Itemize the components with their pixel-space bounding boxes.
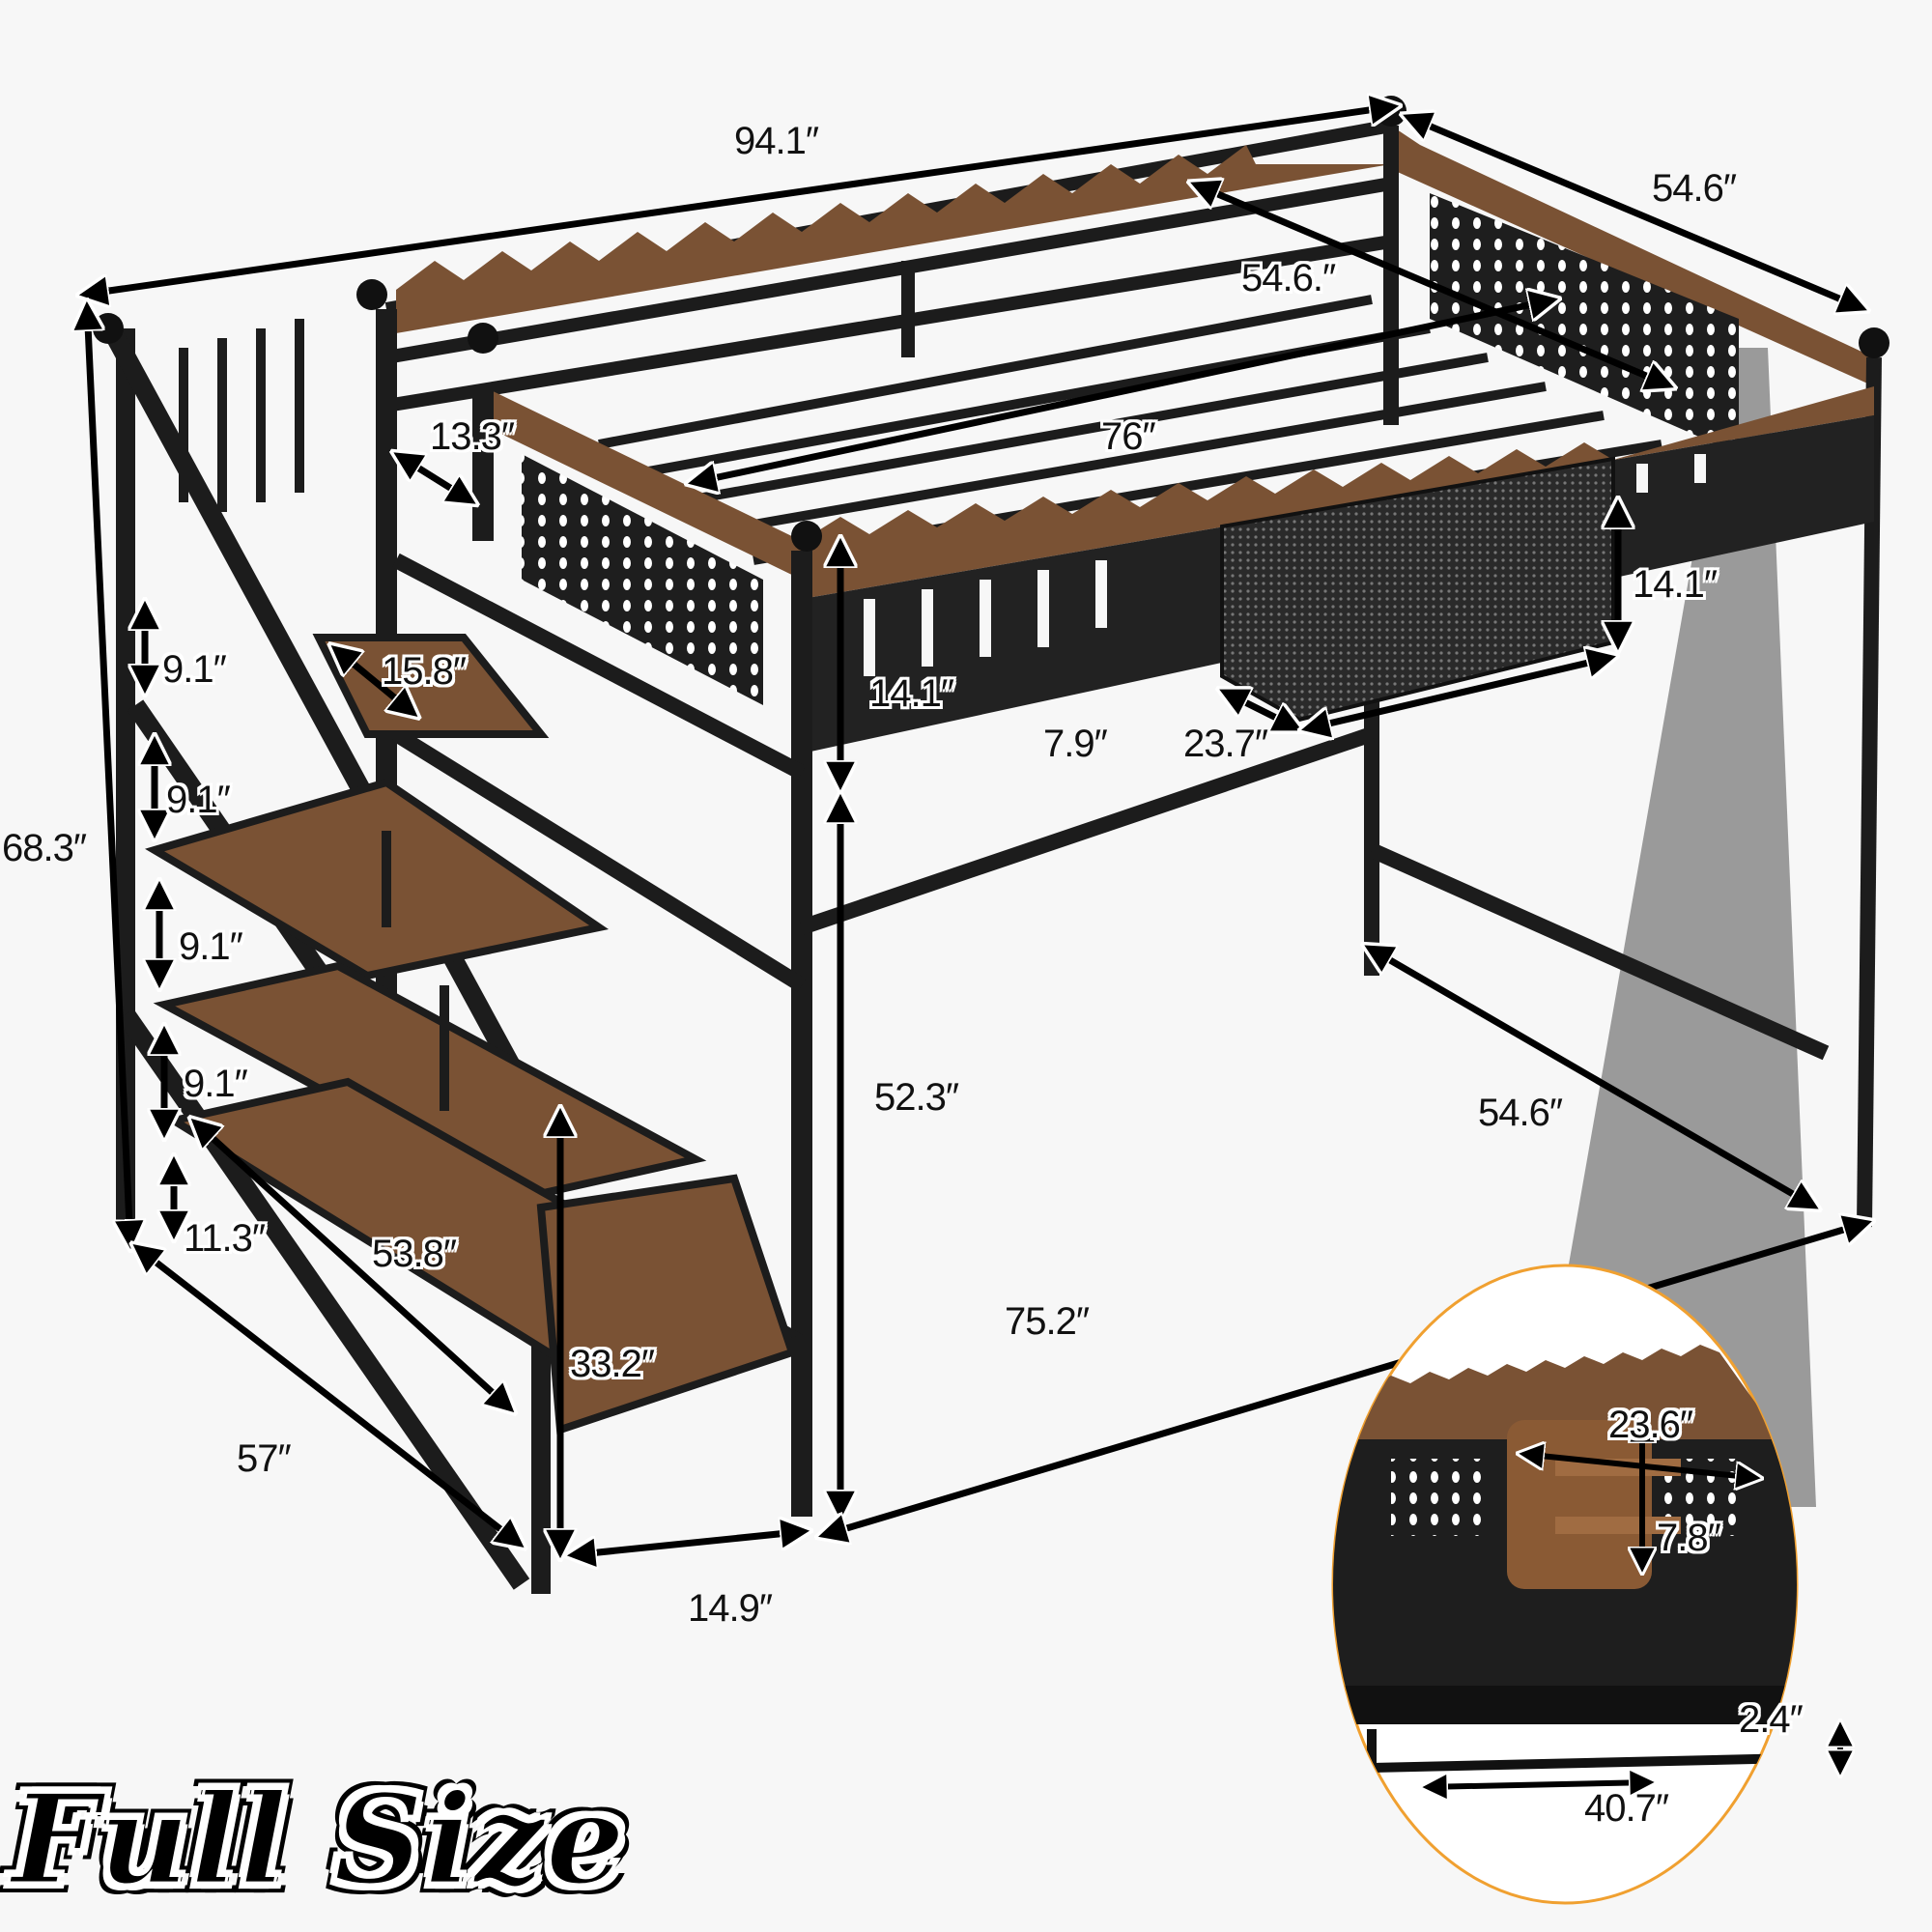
dim-step-rise-2: 9.1″ — [166, 779, 231, 821]
stair-balusters — [179, 319, 449, 1111]
dim-overall-height: 68.3″ — [2, 827, 87, 869]
dim-under-bed-clearance: 52.3″ — [874, 1076, 959, 1119]
dim-guardrail-height: 14.1″ — [869, 672, 954, 715]
back-wood-panel — [396, 145, 1391, 333]
step-5 — [536, 1174, 798, 1435]
dimension-lines — [82, 106, 1869, 1555]
inset-detail — [1331, 1264, 1840, 1905]
dim-mattress-length: 76″ — [1101, 415, 1156, 458]
foot-wood-panel — [483, 386, 802, 580]
dim-inner-width: 54.6.″ — [1241, 257, 1336, 299]
dim-basket-height: 14.1″ — [1633, 563, 1718, 606]
dim-basket-depth: 7.9″ — [1043, 723, 1108, 765]
dim-stair-base-length: 57″ — [237, 1437, 292, 1480]
dim-shelf-width: 23.6″ — [1608, 1404, 1693, 1446]
dim-step-rise-4: 9.1″ — [184, 1063, 248, 1105]
dim-towel-bar-drop: 2.4″ — [1739, 1698, 1804, 1741]
dim-bottom-step-height: 11.3″ — [184, 1217, 266, 1260]
dim-floor-width: 54.6″ — [1478, 1092, 1563, 1134]
dim-basket-length: 23.7″ — [1183, 723, 1268, 765]
dim-overall-length: 94.1″ — [734, 120, 819, 162]
size-badge: Full Size — [11, 1767, 627, 1915]
foot-perforated-panel — [522, 454, 763, 705]
front-balusters — [864, 454, 1706, 676]
dim-stair-post-height: 33.2″ — [570, 1343, 655, 1385]
dim-floor-length: 75.2″ — [1005, 1300, 1090, 1343]
dim-step-rise-1: 9.1″ — [162, 648, 227, 691]
dim-stair-step-depth: 15.8″ — [382, 650, 467, 693]
dim-stair-diagonal: 53.8″ — [372, 1233, 457, 1275]
dim-towel-bar-length: 40.7″ — [1584, 1787, 1669, 1830]
size-badge-text: Full Size — [11, 1767, 627, 1915]
dim-overall-width-top: 54.6″ — [1652, 167, 1737, 210]
dim-step-rise-3: 9.1″ — [179, 925, 243, 968]
dim-guardrail-gap: 13.3″ — [430, 415, 515, 458]
dim-stair-width: 14.9″ — [688, 1587, 773, 1630]
dim-shelf-height: 7.8″ — [1657, 1517, 1721, 1559]
step-2 — [145, 778, 610, 980]
